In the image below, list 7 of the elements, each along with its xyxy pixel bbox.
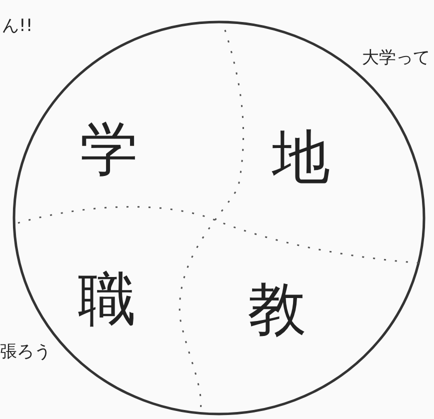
quadrant-character: 地: [272, 128, 330, 186]
handwritten-note: ん!!: [2, 15, 33, 37]
quadrant-character: 学: [80, 120, 138, 178]
handwritten-note: 大学って: [362, 47, 430, 69]
quadrant-character: 教: [248, 280, 306, 338]
handwritten-note: 張ろう: [0, 341, 51, 363]
quadrant-character: 職: [78, 270, 136, 328]
